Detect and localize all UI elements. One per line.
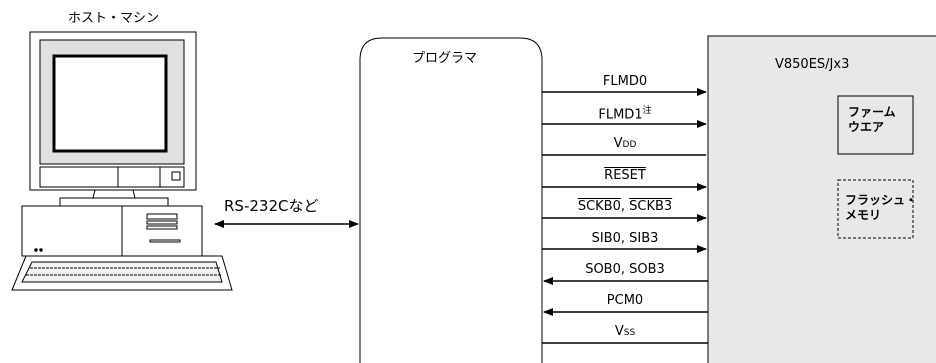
firmware-line1: ファーム (848, 105, 896, 119)
vss-sub: SS (623, 328, 636, 338)
signal-vdd: VDD (545, 137, 705, 150)
vdd-main: V (613, 136, 623, 151)
signal-pcm0: PCM0 (606, 293, 644, 308)
signal-flmd0: FLMD0 (602, 74, 648, 89)
computer-icon (11, 31, 233, 291)
reset-text: RESET (604, 168, 646, 183)
flmd1-text: FLMD1 (598, 107, 643, 123)
signal-sib: SIB0, SIB3 (591, 231, 659, 246)
firmware-line2: ウエア (848, 120, 885, 134)
device-title: V850ES/Jx3 (775, 57, 850, 72)
signal-lines (542, 88, 708, 344)
flash-memory-label: フラッシュ・ メモリ (845, 193, 917, 223)
signal-sob: SOB0, SOB3 (585, 262, 665, 277)
sckb3-text: SCKB3 (629, 199, 673, 214)
programmer-box (359, 37, 543, 363)
firmware-box (837, 95, 914, 155)
signal-flmd1: FLMD1注 (545, 106, 705, 123)
flash-line2: メモリ (845, 208, 882, 222)
sckb-sep: , (620, 199, 630, 214)
signal-reset: RESET (545, 169, 705, 182)
vss-main: V (614, 324, 624, 339)
signal-sckb: SCKB0, SCKB3 (545, 200, 705, 213)
programmer-title: プログラマ (412, 51, 478, 66)
link-label: RS-232Cなど (224, 197, 319, 215)
vdd-sub: DD (622, 140, 637, 150)
flash-line1: フラッシュ・ (845, 193, 918, 207)
signal-vss: VSS (545, 325, 705, 338)
flmd1-note: 注 (642, 106, 652, 116)
flash-memory-box (837, 179, 914, 239)
host-title: ホスト・マシン (68, 11, 160, 26)
firmware-label: ファーム ウエア (848, 105, 896, 135)
sckb0-text: SCKB0 (577, 199, 621, 214)
